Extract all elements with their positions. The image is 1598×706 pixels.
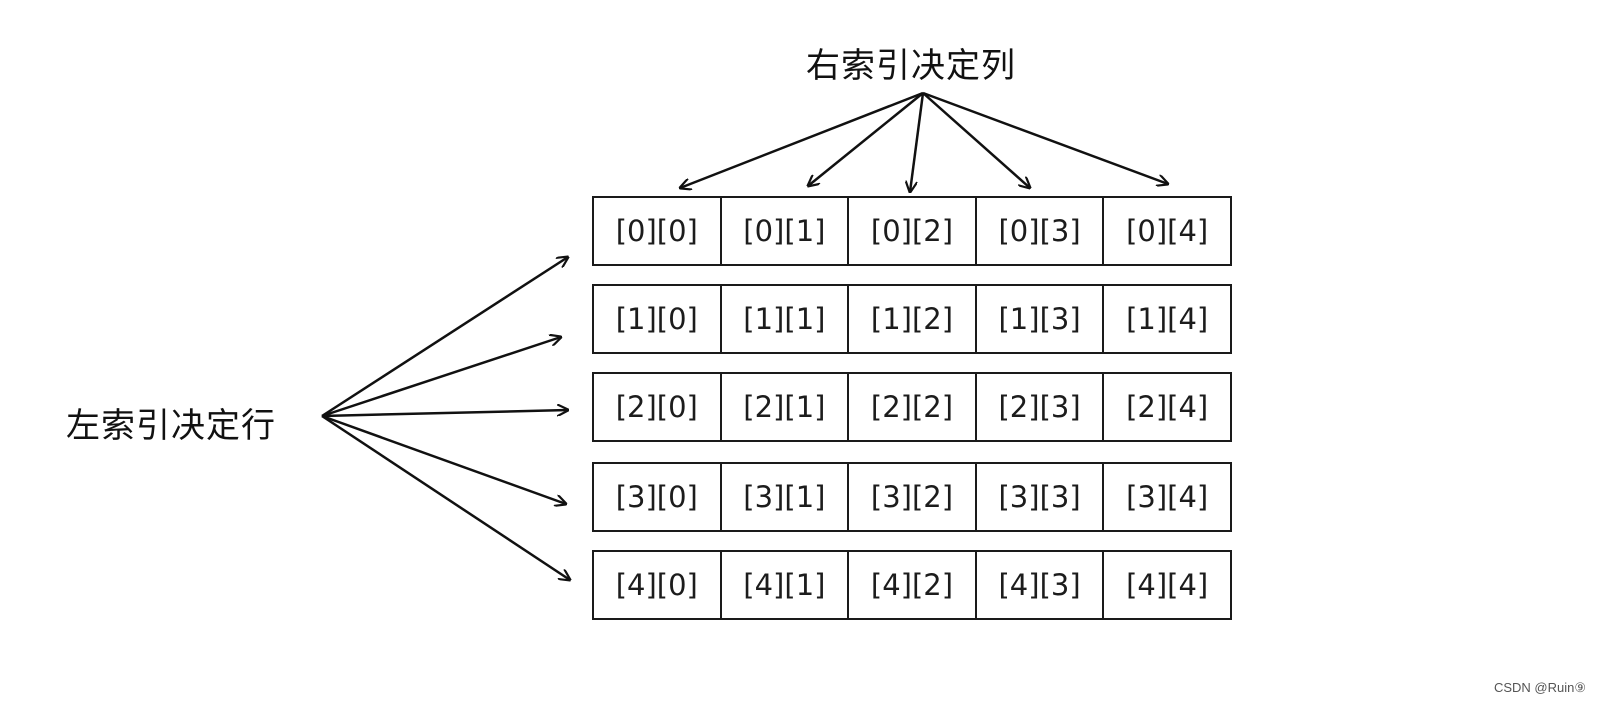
column-arrow-2 [910, 92, 925, 192]
array-cell: [1][3] [977, 286, 1105, 352]
array-cell: [1][4] [1126, 302, 1209, 336]
array-cell: [2][0] [594, 374, 722, 440]
column-arrow-0 [680, 91, 924, 188]
array-row-3: [3][0] [3][1] [3][2] [3][3] [3][4] [592, 462, 1232, 532]
array-cell: [1][2] [849, 286, 977, 352]
watermark: CSDN @Ruin⑨ [1493, 680, 1586, 695]
array-cell: [0][4] [1126, 214, 1209, 248]
row-arrow-3 [321, 414, 566, 504]
array-cell: [0][3] [977, 198, 1105, 264]
array-cell: [2][3] [977, 374, 1105, 440]
array-cell: [2][4] [1126, 390, 1209, 424]
array-cell: [0][1] [722, 198, 850, 264]
array-cell: [1][0] [594, 286, 722, 352]
row-arrow-4 [321, 414, 570, 580]
row-index-label: 左索引决定行 [66, 406, 276, 446]
array-cell: [0][0] [594, 198, 722, 264]
row-arrow-0 [321, 257, 568, 418]
column-arrow-1 [808, 92, 924, 186]
array-row-0: [0][0] [0][1] [0][2] [0][3] [0][4] [592, 196, 1232, 266]
array-cell: [4][3] [977, 552, 1105, 618]
column-arrow-3 [922, 92, 1030, 188]
array-cell: [4][1] [722, 552, 850, 618]
array-row-4: [4][0] [4][1] [4][2] [4][3] [4][4] [592, 550, 1232, 620]
array-cell: [4][0] [594, 552, 722, 618]
array-cell: [0][2] [849, 198, 977, 264]
array-row-2: [2][0] [2][1] [2][2] [2][3] [2][4] [592, 372, 1232, 442]
column-index-label: 右索引决定列 [806, 46, 1016, 86]
column-arrow-4 [922, 91, 1168, 184]
array-cell: [2][1] [722, 374, 850, 440]
row-arrow-2 [321, 410, 568, 418]
array-cell: [3][2] [849, 464, 977, 530]
row-arrow-1 [321, 337, 561, 418]
array-cell: [3][4] [1126, 480, 1209, 514]
array-cell: [2][2] [849, 374, 977, 440]
array-row-1: [1][0] [1][1] [1][2] [1][3] [1][4] [592, 284, 1232, 354]
array-cell: [1][1] [722, 286, 850, 352]
array-cell: [3][1] [722, 464, 850, 530]
array-cell: [4][4] [1126, 568, 1209, 602]
array-cell: [3][0] [594, 464, 722, 530]
array-cell: [3][3] [977, 464, 1105, 530]
array-cell: [4][2] [849, 552, 977, 618]
